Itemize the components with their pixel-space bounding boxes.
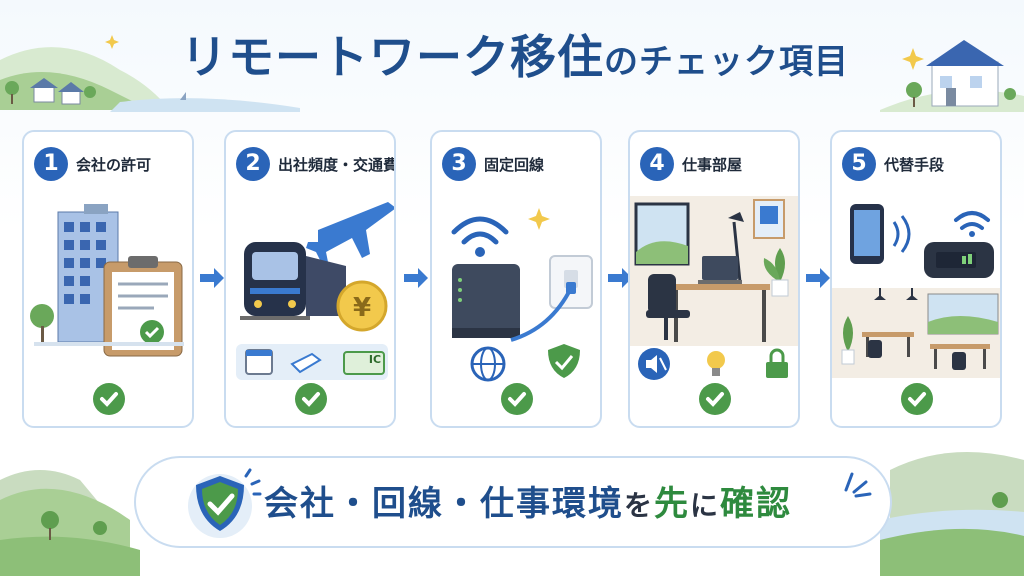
- office-building-clipboard-icon: [30, 204, 184, 357]
- check-icon: [901, 383, 933, 415]
- summary-part4: に: [690, 489, 721, 522]
- ic-card-label: IC: [368, 353, 382, 366]
- step-label: 固定回線: [484, 155, 545, 174]
- step-label: 代替手段: [884, 155, 945, 174]
- page-title: リモートワーク移住のチェック項目: [150, 22, 880, 92]
- title-sub: のチェック項目: [604, 42, 849, 82]
- router-wifi-icon: [451, 208, 593, 382]
- step-number-badge: 4: [640, 147, 674, 181]
- summary-part3: 先: [654, 484, 691, 524]
- step-number-badge: 2: [236, 147, 270, 181]
- svg-text:¥: ¥: [353, 293, 371, 323]
- step-label: 出社頻度・交通費: [278, 155, 396, 174]
- step-header: 3 固定回線: [442, 146, 544, 182]
- check-icon: [93, 383, 125, 415]
- arrow-right-icon: [200, 268, 224, 288]
- step-header: 2 出社頻度・交通費: [236, 146, 396, 182]
- step-card-2: 2 出社頻度・交通費 ¥ IC: [224, 130, 396, 428]
- step-card-5: 5 代替手段: [830, 130, 1002, 428]
- home-office-desk-icon: [630, 196, 798, 380]
- step-header: 5 代替手段: [842, 146, 944, 182]
- step-number-badge: 3: [442, 147, 476, 181]
- step-card-4: 4 仕事部屋: [628, 130, 800, 428]
- step-label: 会社の許可: [76, 155, 152, 174]
- mobile-wifi-coworking-icon: [832, 204, 1000, 378]
- train-plane-yen-icon: ¥: [236, 202, 394, 380]
- check-icon: [699, 383, 731, 415]
- check-icon: [501, 383, 533, 415]
- step-header: 1 会社の許可: [34, 146, 151, 182]
- step-number-badge: 5: [842, 147, 876, 181]
- summary-part2: を: [624, 489, 655, 522]
- check-icon: [295, 383, 327, 415]
- title-main: リモートワーク移住: [181, 30, 604, 84]
- summary-part1: 会社・回線・仕事環境: [264, 484, 624, 524]
- accent-lines-icon: [844, 472, 872, 498]
- summary-part5: 確認: [720, 484, 793, 524]
- step-card-3: 3 固定回線: [430, 130, 602, 428]
- step-header: 4 仕事部屋: [640, 146, 742, 182]
- step-number-badge: 1: [34, 147, 68, 181]
- summary-text: 会社・回線・仕事環境を先に確認: [264, 472, 792, 536]
- step-label: 仕事部屋: [682, 155, 743, 174]
- arrow-right-icon: [806, 268, 830, 288]
- summary-banner: 会社・回線・仕事環境を先に確認: [134, 456, 892, 548]
- arrow-right-icon: [608, 268, 632, 288]
- arrow-right-icon: [404, 268, 428, 288]
- step-card-1: 1 会社の許可: [22, 130, 194, 428]
- shield-check-icon: [188, 468, 262, 538]
